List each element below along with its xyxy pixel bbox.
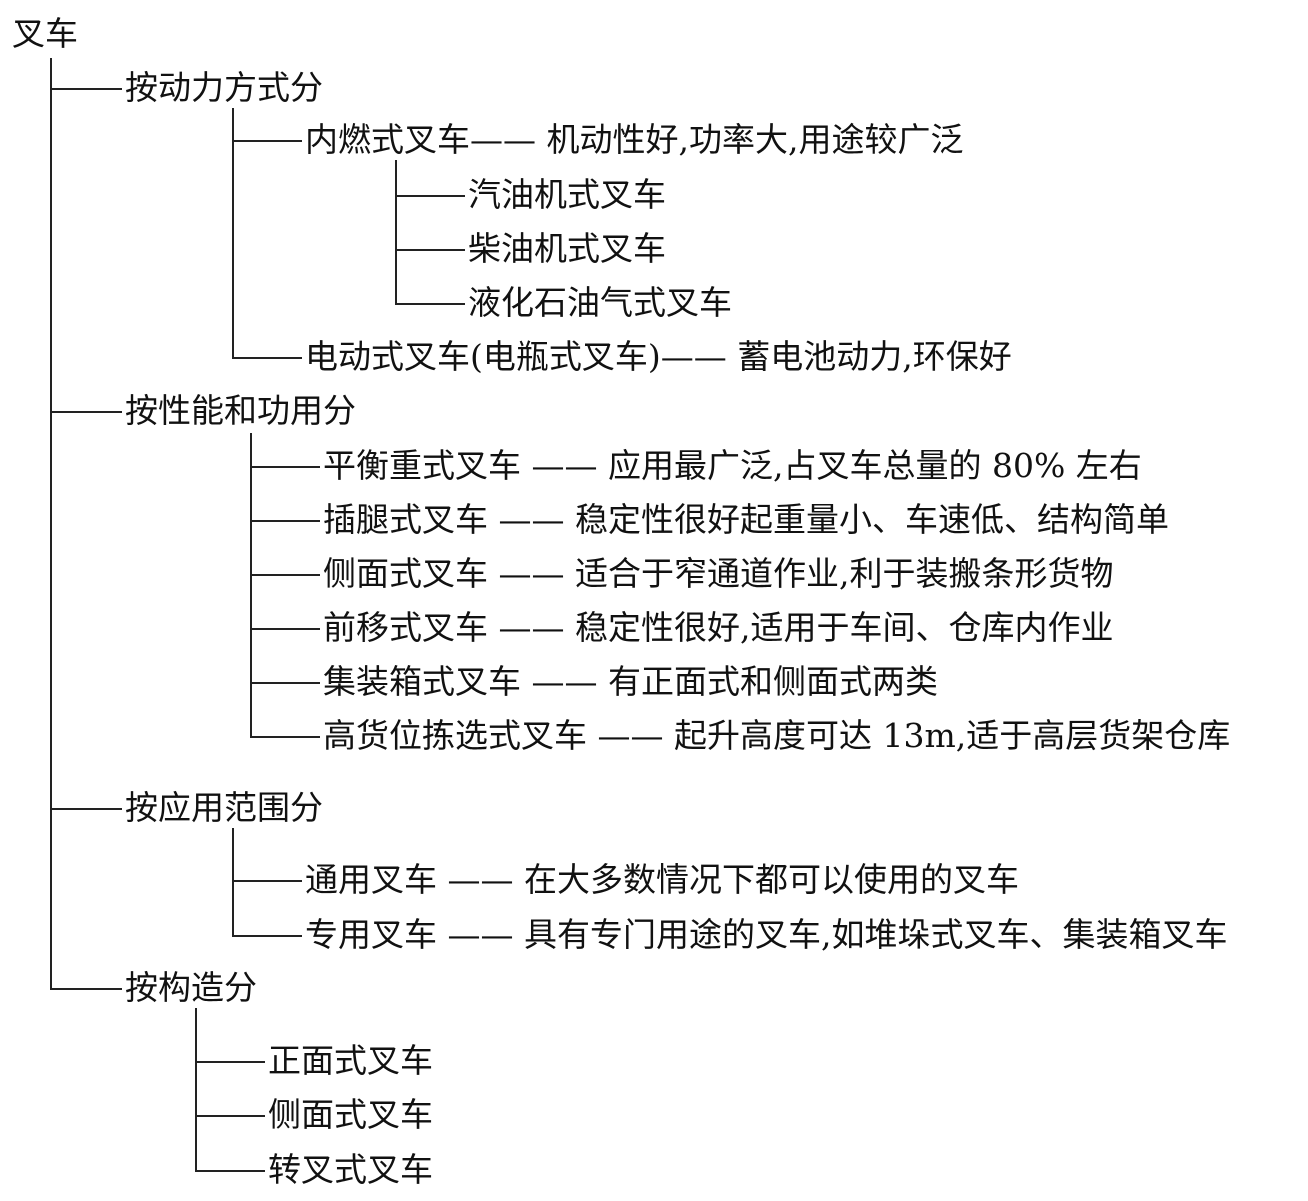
connector-performance-to-item-1 xyxy=(250,466,320,468)
connector-power-to-electric xyxy=(232,357,302,359)
item-label-straddle: 插腿式叉车 —— 稳定性很好起重量小、车速低、结构简单 xyxy=(323,500,1169,539)
connector-root-to-performance xyxy=(50,411,122,413)
item-label-special: 专用叉车 —— 具有专门用途的叉车,如堆垛式叉车、集装箱叉车 xyxy=(305,915,1228,954)
group-label-power: 按动力方式分 xyxy=(125,68,323,107)
connector-combustion-to-diesel xyxy=(395,249,465,251)
connector-root-to-application xyxy=(50,808,122,810)
item-label-gasoline: 汽油机式叉车 xyxy=(468,175,666,214)
connector-power-trunk xyxy=(232,108,234,359)
connector-combustion-to-lpg xyxy=(395,303,465,305)
group-label-structure: 按构造分 xyxy=(125,968,257,1007)
connector-performance-to-item-5 xyxy=(250,682,320,684)
item-label-side: 侧面式叉车 xyxy=(268,1095,433,1134)
group-label-performance: 按性能和功用分 xyxy=(125,391,356,430)
connector-application-trunk xyxy=(232,828,234,937)
group-label-application: 按应用范围分 xyxy=(125,788,323,827)
connector-structure-to-side xyxy=(195,1115,265,1117)
connector-root-trunk xyxy=(50,58,52,989)
item-label-container: 集装箱式叉车 —— 有正面式和侧面式两类 xyxy=(323,662,938,701)
item-label-counterbalance: 平衡重式叉车 —— 应用最广泛,占叉车总量的 80% 左右 xyxy=(323,446,1142,485)
item-label-front: 正面式叉车 xyxy=(268,1041,433,1080)
root-label: 叉车 xyxy=(12,14,78,53)
item-label-electric: 电动式叉车(电瓶式叉车)—— 蓄电池动力,环保好 xyxy=(305,337,1012,376)
connector-performance-to-item-3 xyxy=(250,574,320,576)
connector-structure-trunk xyxy=(195,1008,197,1172)
connector-structure-to-front xyxy=(195,1061,265,1063)
connector-performance-trunk xyxy=(250,433,252,738)
connector-combustion-trunk xyxy=(395,160,397,305)
item-label-general: 通用叉车 —— 在大多数情况下都可以使用的叉车 xyxy=(305,860,1019,899)
connector-combustion-to-gasoline xyxy=(395,195,465,197)
connector-application-to-general xyxy=(232,880,302,882)
item-label-order-picker: 高货位拣选式叉车 —— 起升高度可达 13m,适于高层货架仓库 xyxy=(323,716,1231,755)
connector-application-to-special xyxy=(232,935,302,937)
item-label-sideloader: 侧面式叉车 —— 适合于窄通道作业,利于装搬条形货物 xyxy=(323,554,1114,593)
connector-performance-to-item-2 xyxy=(250,520,320,522)
connector-performance-to-item-4 xyxy=(250,628,320,630)
connector-performance-to-item-6 xyxy=(250,736,320,738)
item-label-reach: 前移式叉车 —— 稳定性很好,适用于车间、仓库内作业 xyxy=(323,608,1114,647)
connector-power-to-combustion xyxy=(232,140,302,142)
item-label-lpg: 液化石油气式叉车 xyxy=(468,283,732,322)
item-label-turret: 转叉式叉车 xyxy=(268,1150,433,1189)
connector-structure-to-turret xyxy=(195,1170,265,1172)
item-label-combustion: 内燃式叉车—— 机动性好,功率大,用途较广泛 xyxy=(305,120,964,159)
connector-root-to-structure xyxy=(50,988,122,990)
connector-root-to-power xyxy=(50,88,122,90)
item-label-diesel: 柴油机式叉车 xyxy=(468,229,666,268)
